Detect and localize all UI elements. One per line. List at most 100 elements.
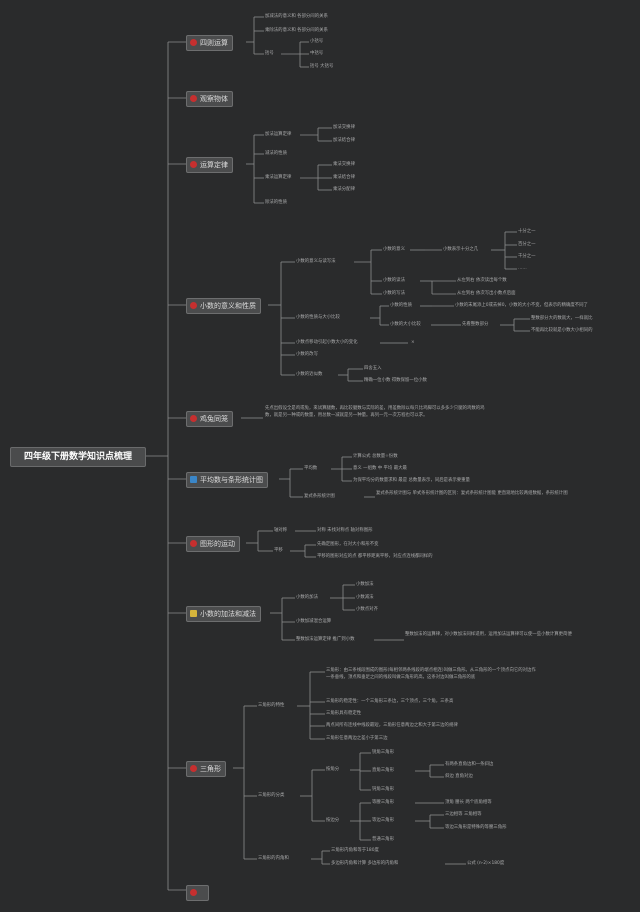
subtopic-add-laws[interactable]: 加法运算定律: [265, 132, 292, 137]
node-by-side[interactable]: 按边分: [326, 818, 340, 823]
subtopic-approximation[interactable]: 小数的近似数: [296, 372, 323, 377]
leaf-average-formula[interactable]: 计算公式 总数量÷份数: [353, 454, 398, 459]
subtopic-brackets[interactable]: 括号: [265, 51, 274, 56]
leaf-align-point[interactable]: 小数点对齐: [356, 607, 378, 612]
subtopic-mixed-operations[interactable]: 小数加减混合运算: [296, 619, 332, 624]
root-topic[interactable]: 四年级下册数学知识点梳理: [10, 447, 146, 467]
node-tenths[interactable]: 小数表示十分之几: [443, 247, 479, 252]
node-integer-part-first[interactable]: 先看整数部分: [462, 322, 489, 327]
subtopic-average[interactable]: 平均数: [304, 466, 318, 471]
leaf-small-brackets[interactable]: 小括号: [310, 39, 324, 44]
node-right-triangle[interactable]: 直角三角形: [372, 768, 394, 773]
topic-observing-objects[interactable]: 观察物体: [186, 91, 233, 107]
subtopic-decimal-addition[interactable]: 小数的加法: [296, 595, 318, 600]
topic-decimal-add-sub[interactable]: 小数的加法和减法: [186, 606, 261, 622]
leaf-polygon-formula[interactable]: 公式 (n-2)×180度: [467, 861, 505, 866]
leaf-hypotenuse[interactable]: 斜边 直角对边: [445, 774, 473, 779]
leaf-equal-size[interactable]: 不能再比较就是小数大小相同的: [531, 328, 593, 333]
node-size-compare[interactable]: 小数的大小比较: [390, 322, 421, 327]
topic-chicken-rabbit[interactable]: 鸡兔同笼: [186, 411, 233, 427]
node-equilateral-triangle[interactable]: 等边三角形: [372, 818, 394, 823]
leaf-one-tenth[interactable]: 十分之一: [518, 229, 536, 234]
node-decimal-meaning[interactable]: 小数的意义: [383, 247, 405, 252]
leaf-decimal-add[interactable]: 小数加法: [356, 582, 374, 587]
subtopic-axial-symmetry[interactable]: 轴对称: [274, 528, 288, 533]
leaf-polygon-angle-sum[interactable]: 多边形内角和计算 多边形的内角和: [331, 861, 399, 866]
topic-triangle[interactable]: 三角形: [186, 761, 226, 777]
red-dot-icon: [190, 161, 197, 168]
leaf-add-commutative[interactable]: 加法交换律: [333, 125, 355, 130]
topic-last[interactable]: [186, 885, 209, 901]
node-decimal-writing[interactable]: 小数的写法: [383, 291, 405, 296]
subtopic-div-property[interactable]: 除法的性质: [265, 200, 287, 205]
leaf-mul-commutative[interactable]: 乘法交换律: [333, 162, 355, 167]
leaf-angle-sum-180[interactable]: 三角形内角和等于180度: [331, 848, 379, 853]
leaf-translation-note1[interactable]: 先确定图形，在对大小和形不变: [317, 542, 379, 547]
leaf-property-rule[interactable]: 小数的末尾添上0或去掉0，小数的大小不变，但表示的精确度不同了: [455, 303, 588, 308]
leaf-two-sides-diff[interactable]: 三角形任意两边之差小于第三边: [326, 736, 388, 741]
subtopic-point-shift[interactable]: 小数点移动引起小数大小的变化: [296, 340, 358, 345]
topic-decimal-meaning[interactable]: 小数的意义和性质: [186, 298, 261, 314]
subtopic-decimal-rewrite[interactable]: 小数的改写: [296, 352, 318, 357]
subtopic-translation[interactable]: 平移: [274, 548, 283, 553]
leaf-reading-rule[interactable]: 从左到右 依次读出每个数: [457, 278, 507, 283]
leaf-one-thousandth[interactable]: 千分之一: [518, 254, 536, 259]
topic-four-operations[interactable]: 四则运算: [186, 35, 233, 51]
leaf-add-associative[interactable]: 加法结合律: [333, 138, 355, 143]
leaf-acute-triangle[interactable]: 锐角三角形: [372, 750, 394, 755]
leaf-isosceles-note[interactable]: 顶角 腰长 两个底角相等: [445, 800, 492, 805]
leaf-triangle-elements[interactable]: 三角形的稳定性：一个三角形三条边，三个顶点，三个角，三条高: [326, 699, 454, 704]
chicken-rabbit-note[interactable]: 先点出假设全是鸡或兔，来试算腿数，再比较腿数与实际的差，用差数除以每只比鸡脚可以…: [265, 406, 485, 418]
red-dot-icon: [190, 415, 197, 422]
leaf-compound-bar-note[interactable]: 复式条形统计图与 单式条形统计图的区别：复式条形统计图能 更直观地比较两组数据，…: [376, 491, 568, 496]
subtopic-triangle-classification[interactable]: 三角形的分类: [258, 793, 285, 798]
subtopic-angle-sum[interactable]: 三角形的内角和: [258, 856, 289, 861]
node-decimal-reading[interactable]: 小数的读法: [383, 278, 405, 283]
topic-average-bar-chart[interactable]: 平均数与条形统计图: [186, 472, 268, 488]
subtopic-compound-bar-chart[interactable]: 复式条形统计图: [304, 494, 335, 499]
topic-shape-motion[interactable]: 图形的运动: [186, 536, 240, 552]
leaf-mul-distributive[interactable]: 乘法分配律: [333, 187, 355, 192]
leaf-writing-rule[interactable]: 从左到右 依次写出小数点后面: [457, 291, 516, 296]
leaf-two-sides-sum[interactable]: 两点间所有连线中线段最短，三角形任意两边之和大于第三边的规律: [326, 723, 458, 728]
leaf-one-hundredth[interactable]: 百分之一: [518, 242, 536, 247]
subtopic-add-sub-meaning[interactable]: 加减法的意义和 各部分间的关系: [265, 14, 328, 19]
leaf-triangle-stability[interactable]: 三角形具有稳定性: [326, 711, 362, 716]
leaf-rounding[interactable]: 四舍五入: [364, 366, 382, 371]
leaf-middle-brackets[interactable]: 中括号: [310, 51, 324, 56]
node-by-angle[interactable]: 按角分: [326, 767, 340, 772]
leaf-big-brackets[interactable]: 括号 大括号: [310, 64, 334, 69]
subtopic-law-extension[interactable]: 整数加法运算定律 推广到小数: [296, 637, 355, 642]
subtopic-mul-div-meaning[interactable]: 乘除法的意义和 各部分间的关系: [265, 28, 328, 33]
leaf-integer-larger[interactable]: 整数部分大的数就大，一样就比: [531, 316, 593, 321]
subtopic-triangle-features[interactable]: 三角形的特性: [258, 703, 285, 708]
node-decimal-property[interactable]: 小数的性质: [390, 303, 412, 308]
red-dot-icon: [190, 95, 197, 102]
node-isosceles-triangle[interactable]: 等腰三角形: [372, 800, 394, 805]
leaf-right-legs[interactable]: 有两条直角边和一条斜边: [445, 762, 494, 767]
red-dot-icon: [190, 540, 197, 547]
red-dot-icon: [190, 765, 197, 772]
leaf-equilateral-equal[interactable]: 三边相等 三角相等: [445, 812, 482, 817]
leaf-decimal-sub[interactable]: 小数减法: [356, 595, 374, 600]
leaf-average-meaning[interactable]: 意义 一组数 中 平均 最大最: [353, 466, 407, 471]
leaf-law-extension-note[interactable]: 整数加法的运算律，对小数加法同样适用，运用加法运算律可以使一些小数计算更简便: [405, 632, 572, 637]
leaf-triangle-definition[interactable]: 三角形：由三条线段围成的图形(每相邻两条线段的端点相连)叫做三角形。从三角形的一…: [326, 668, 536, 680]
subtopic-mul-laws[interactable]: 乘法运算定律: [265, 175, 292, 180]
subtopic-sub-property[interactable]: 减法的性质: [265, 151, 287, 156]
leaf-symmetry-note[interactable]: 对称 未找对称点 轴对称图形: [317, 528, 373, 533]
leaf-scalene-triangle[interactable]: 普通三角形: [372, 837, 394, 842]
leaf-translation-note2[interactable]: 平移的图形对应的点 都平移距离平移，对应点连线都同样的: [317, 554, 433, 559]
leaf-equilateral-special[interactable]: 等边三角形是特殊的等腰三角形: [445, 825, 507, 830]
leaf-obtuse-triangle[interactable]: 钝角三角形: [372, 787, 394, 792]
leaf-times[interactable]: ×: [411, 340, 415, 345]
topic-label: 运算定律: [200, 161, 228, 169]
leaf-mul-associative[interactable]: 乘法结合律: [333, 175, 355, 180]
leaf-average-note[interactable]: 为保平均分的数量求和 最是 总数量表示，同后是表示要重量: [353, 478, 470, 483]
leaf-one-decimal-place[interactable]: 精确一位小数 得数保留一位小数: [364, 378, 427, 383]
leaf-ellipsis[interactable]: ……: [518, 266, 527, 271]
subtopic-property-compare[interactable]: 小数的性质与大小比较: [296, 315, 340, 320]
topic-operation-laws[interactable]: 运算定律: [186, 157, 233, 173]
subtopic-decimal-read-write[interactable]: 小数的意义与读写法: [296, 259, 336, 264]
